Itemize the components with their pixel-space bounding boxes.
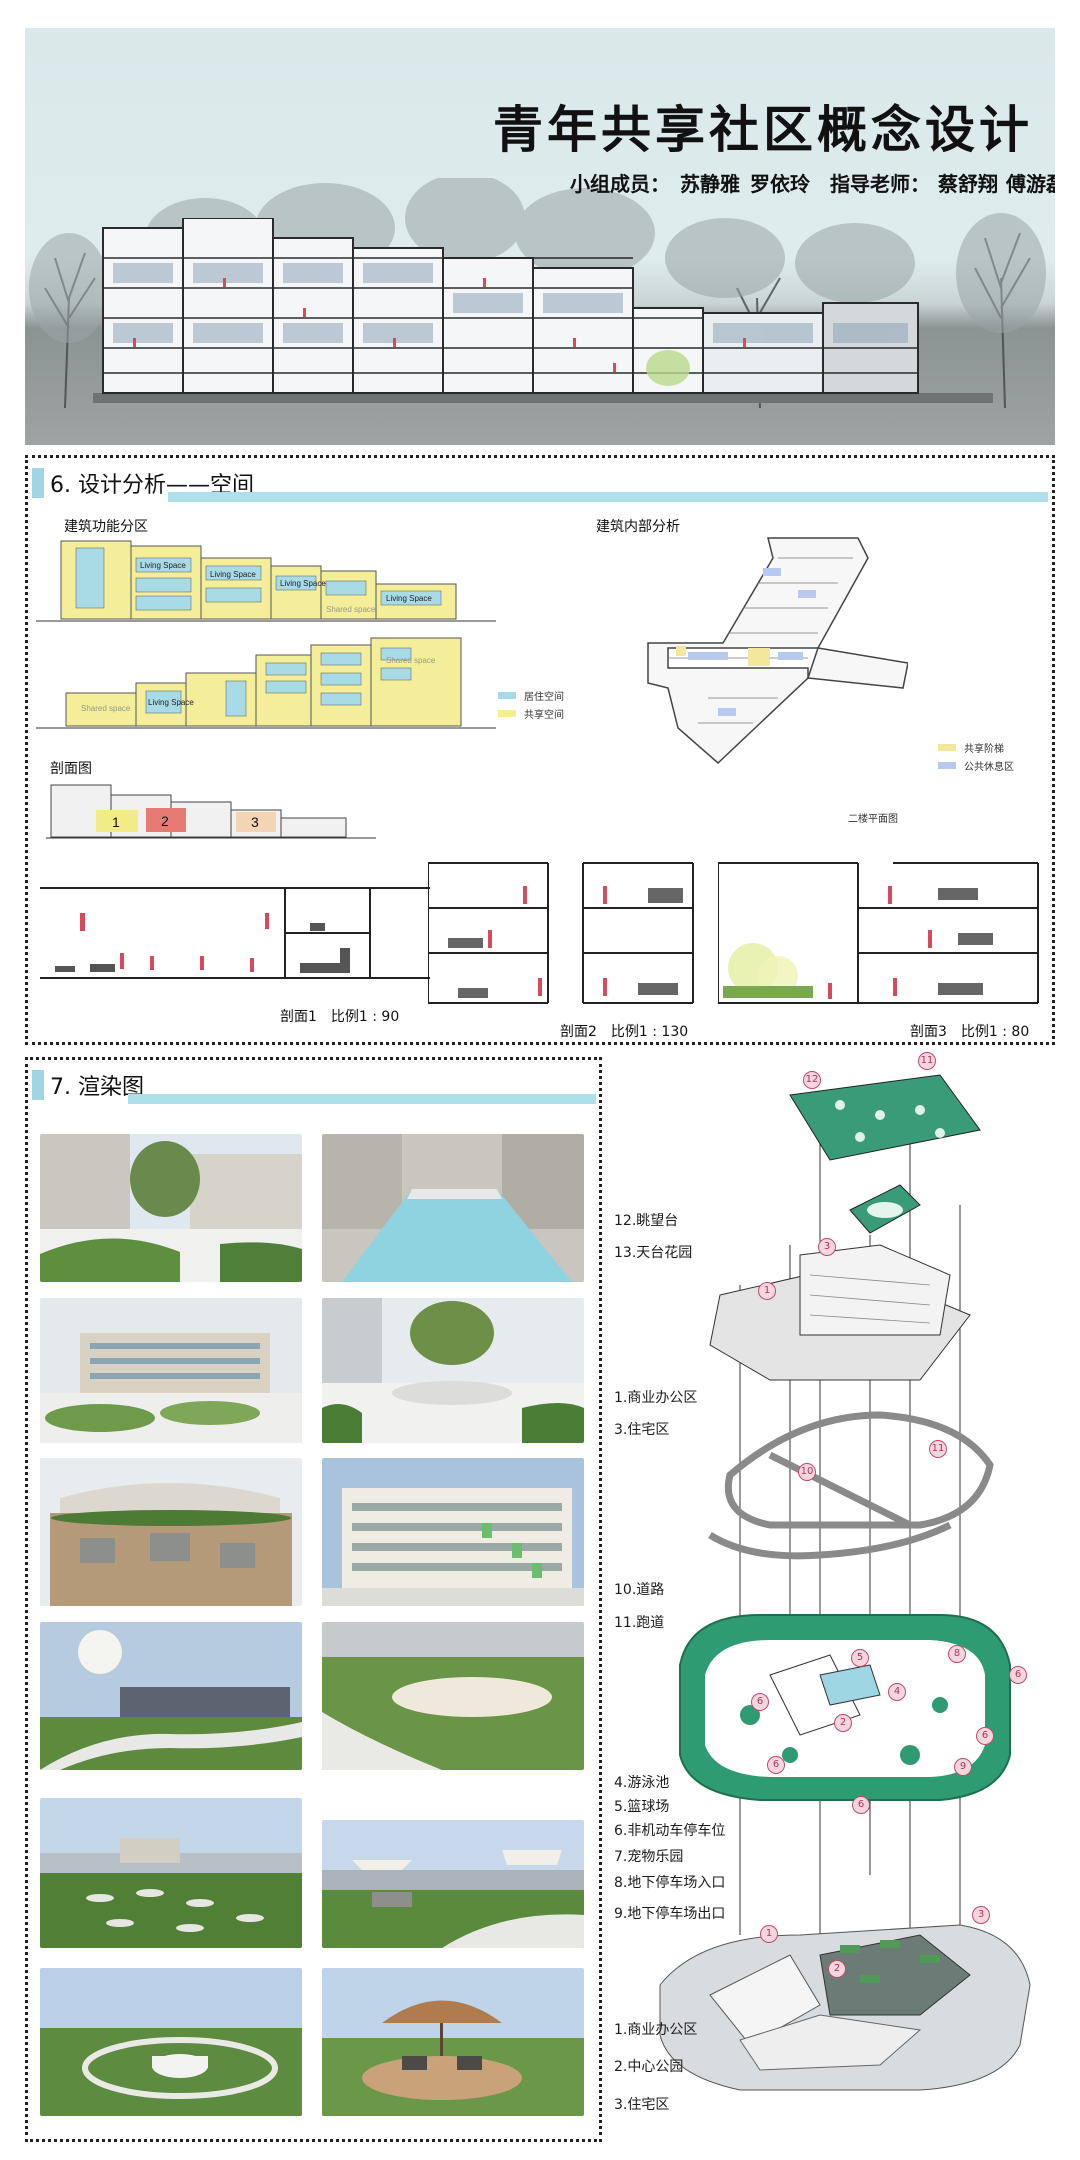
- rendering-aerial-campus: [40, 1298, 302, 1443]
- rendering-rooftop-lounge: [322, 1820, 584, 1948]
- marker-pin: 10: [798, 1463, 816, 1481]
- marker-pin: 6: [767, 1756, 785, 1774]
- rendering-roof-garden: [40, 1798, 302, 1948]
- axo-label: 1.商业办公区: [614, 1390, 698, 1406]
- axo-label: 10.道路: [614, 1582, 665, 1598]
- zoning-label: 建筑功能分区: [64, 519, 148, 535]
- rendering-sunset-path: [40, 1622, 302, 1770]
- rendering-plaza-tree: [322, 1298, 584, 1443]
- axo-label: 1.商业办公区: [614, 2022, 698, 2038]
- marker-pin: 6: [976, 1727, 994, 1745]
- marker-pin: 6: [1009, 1666, 1027, 1684]
- section-title-bar: [128, 1094, 596, 1104]
- zoning-diagram-2: Living Space Shared space Shared space: [36, 637, 496, 729]
- marker-pin: 6: [751, 1693, 769, 1711]
- interior-label: 建筑内部分析: [596, 519, 680, 535]
- marker-pin: 2: [828, 1960, 846, 1978]
- section-3-drawing: [718, 862, 1039, 1004]
- marker-pin: 12: [803, 1071, 821, 1089]
- rendering-pool: [322, 1134, 584, 1282]
- section-number: 3: [251, 814, 259, 830]
- building-elevation: [93, 218, 993, 403]
- marker-pin: 1: [758, 1282, 776, 1300]
- axo-label: 3.住宅区: [614, 1422, 670, 1438]
- section-title-bar: [168, 492, 1048, 502]
- axo-label: 3.住宅区: [614, 2097, 670, 2113]
- advisors: 指导老师： 蔡舒翔傅游磊: [830, 168, 1055, 197]
- axo-label: 8.地下停车场入口: [614, 1875, 726, 1891]
- advisor-name: 蔡舒翔: [938, 172, 998, 196]
- axo-label: 6.非机动车停车位: [614, 1823, 726, 1839]
- section-1-drawing: [40, 887, 430, 979]
- road-track-layer: [708, 1411, 994, 1560]
- section-key-plan: 1 2 3: [46, 784, 376, 839]
- rendering-umbrella-deck: [322, 1968, 584, 2116]
- axo-label: 11.跑道: [614, 1615, 665, 1631]
- marker-pin: 3: [972, 1906, 990, 1924]
- plan-label: 二楼平面图: [848, 814, 898, 825]
- second-floor-plan: [647, 537, 908, 765]
- base-site-layer: [659, 1924, 1031, 2091]
- section-1-scale: 剖面1 比例1 : 90: [280, 1009, 400, 1025]
- legend-living: 居住空间: [498, 688, 564, 703]
- marker-pin: 2: [834, 1714, 852, 1732]
- rendering-facade: [322, 1458, 584, 1606]
- legend-shared-stairs: 共享阶梯: [938, 740, 1004, 755]
- axo-label: 7.宠物乐园: [614, 1849, 684, 1865]
- axo-label: 4.游泳池: [614, 1775, 670, 1791]
- marker-pin: 6: [852, 1796, 870, 1814]
- group-members: 小组成员： 苏静雅罗依玲: [570, 168, 820, 197]
- member-name: 罗依玲: [750, 172, 810, 196]
- section-2-drawing: [428, 862, 694, 1004]
- legend-public-rest: 公共休息区: [938, 758, 1014, 773]
- zone-label: Shared space: [386, 656, 436, 665]
- marker-pin: 8: [948, 1645, 966, 1663]
- rendering-amphitheatre: [322, 1622, 584, 1770]
- axo-label: 9.地下停车场出口: [614, 1906, 726, 1922]
- marker-pin: 11: [918, 1052, 936, 1070]
- axo-label: 12.眺望台: [614, 1213, 679, 1229]
- marker-pin: 4: [888, 1683, 906, 1701]
- axo-label: 2.中心公园: [614, 2059, 684, 2075]
- design-analysis-section: 6. 设计分析——空间 建筑功能分区 建筑内部分析 Living Space L…: [25, 455, 1055, 1045]
- section-number: 1: [112, 814, 120, 830]
- member-name: 苏静雅: [680, 172, 740, 196]
- members-label: 小组成员：: [570, 172, 670, 196]
- axo-label: 13.天台花园: [614, 1245, 693, 1261]
- marker-pin: 9: [954, 1758, 972, 1776]
- roof-layer: [789, 1074, 981, 1234]
- rendering-courtyard: [40, 1134, 302, 1282]
- zone-label: Shared space: [81, 704, 131, 713]
- marker-pin: 11: [929, 1440, 947, 1458]
- zone-label: Living Space: [386, 594, 432, 603]
- section-number: 2: [161, 813, 169, 829]
- marker-pin: 1: [760, 1925, 778, 1943]
- zone-label: Living Space: [140, 561, 186, 570]
- advisors-label: 指导老师：: [830, 172, 930, 196]
- marker-pin: 3: [818, 1238, 836, 1256]
- section-drawing-label: 剖面图: [50, 761, 92, 777]
- axonometric-exploded-diagram: [659, 1074, 1031, 2091]
- zone-label: Shared space: [326, 605, 376, 614]
- rendering-circular-seating: [40, 1968, 302, 2116]
- zone-label: Living Space: [148, 698, 194, 707]
- page-title: 青年共享社区概念设计: [493, 101, 1033, 159]
- section-3-scale: 剖面3 比例1 : 80: [910, 1024, 1030, 1040]
- building-layer: [709, 1244, 971, 1381]
- zone-label: Living Space: [210, 570, 256, 579]
- ground-park-layer: [679, 1614, 1011, 1801]
- legend-shared: 共享空间: [498, 706, 564, 721]
- renderings-section: 7. 渲染图: [25, 1057, 602, 2142]
- zone-label: Living Space: [280, 579, 326, 588]
- marker-pin: 5: [851, 1649, 869, 1667]
- section-2-scale: 剖面2 比例1 : 130: [560, 1024, 689, 1040]
- advisor-name: 傅游磊: [1006, 172, 1055, 196]
- zoning-diagram-1: Living Space Living Space Living Space L…: [36, 540, 496, 622]
- rendering-terrace-seating: [40, 1458, 302, 1606]
- axo-label: 5.篮球场: [614, 1799, 670, 1815]
